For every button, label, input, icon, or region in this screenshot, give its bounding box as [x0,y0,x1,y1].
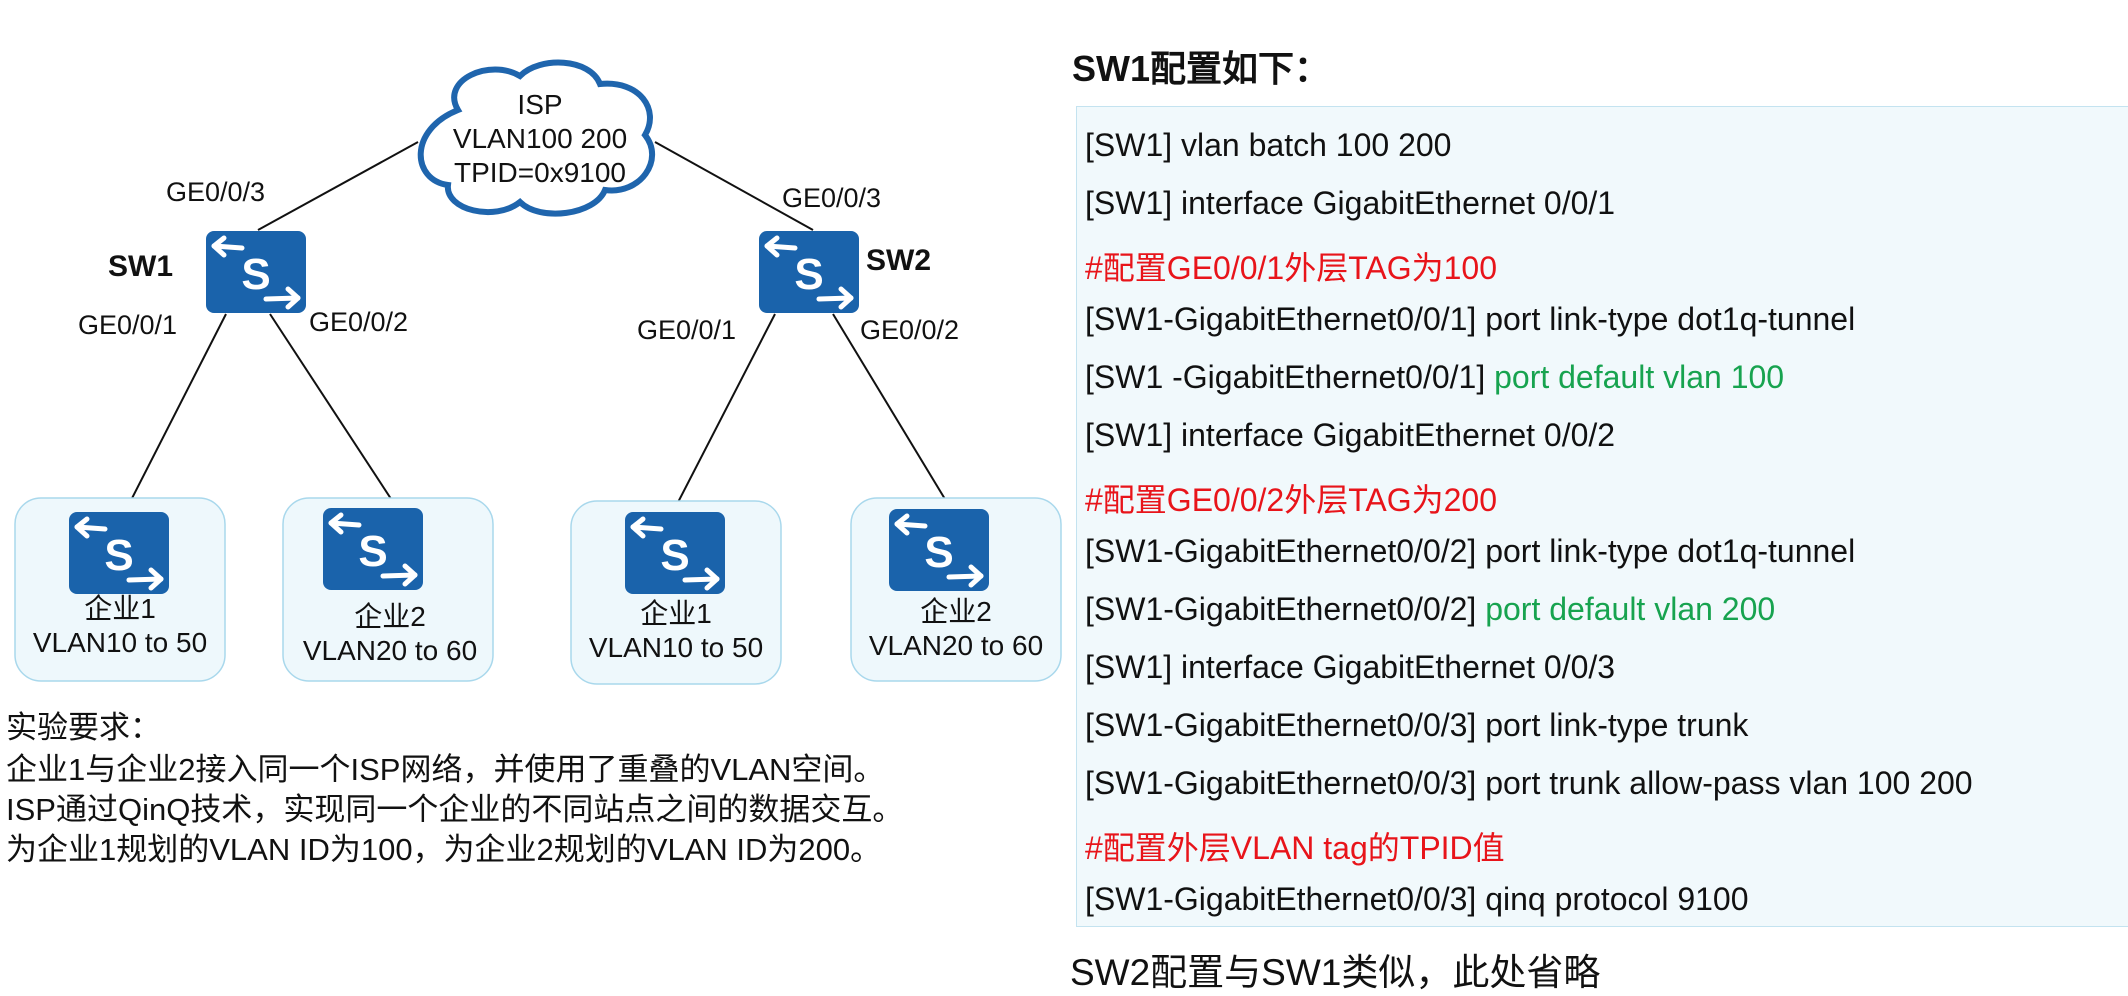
sw2-label: SW2 [866,244,932,277]
enterprise-vlans: VLAN20 to 60 [868,630,1044,661]
config-line-text: [SW1] interface GigabitEthernet 0/0/3 [1085,649,1616,685]
cloud-line-isp: ISP [517,89,563,120]
config-command-line: [SW1] vlan batch 100 200 [1085,127,1451,164]
config-line-text: [SW1] vlan batch 100 200 [1085,127,1452,163]
config-comment-line: #配置GE0/0/2外层TAG为200 [1085,475,1497,521]
enterprise-label: 企业1 VLAN10 to 50 [15,592,225,660]
config-line-highlight: port default vlan 100 [1494,359,1785,395]
sw2-switch-icon[interactable] [759,231,859,313]
config-command-line: [SW1-GigabitEthernet0/0/2] port link-typ… [1085,533,1855,570]
config-comment-line: #配置外层VLAN tag的TPID值 [1085,823,1505,869]
link-sw2-ent1 [672,313,776,513]
enterprise-vlans: VLAN20 to 60 [302,635,478,666]
config-command-line: [SW1-GigabitEthernet0/0/3] port trunk al… [1085,765,1973,802]
requirements-line: ISP通过QinQ技术，实现同一个企业的不同站点之间的数据交互。 [6,792,904,827]
enterprise-vlans: VLAN10 to 50 [32,627,208,658]
link-cloud-sw1 [257,141,419,231]
config-command-line: [SW1-GigabitEthernet0/0/1] port link-typ… [1085,301,1855,338]
config-command-line: [SW1] interface GigabitEthernet 0/0/3 [1085,649,1615,686]
link-cloud-sw2 [654,141,814,231]
enterprise-switch-icon[interactable] [69,512,169,594]
requirements-title: 实验要求： [6,710,161,745]
enterprise-name: 企业2 [920,596,992,627]
config-line-text: [SW1-GigabitEthernet0/0/2] [1085,591,1486,627]
sw1-label: SW1 [108,250,174,283]
config-footer-note: SW2配置与SW1类似，此处省略 [1070,952,1601,993]
enterprise-label: 企业2 VLAN20 to 60 [851,595,1061,663]
enterprise-switch-icon[interactable] [889,509,989,591]
config-panel: [SW1] vlan batch 100 200 [SW1] interface … [1076,106,2128,927]
config-line-text: [SW1] interface GigabitEthernet 0/0/2 [1085,417,1616,453]
enterprise-name: 企业2 [354,601,426,632]
enterprise-switch-icon[interactable] [323,508,423,590]
enterprise-switch-icon[interactable] [625,512,725,594]
config-command-line: [SW1-GigabitEthernet0/0/2] port default … [1085,591,1775,628]
config-command-line: [SW1] interface GigabitEthernet 0/0/2 [1085,417,1615,454]
enterprise-name: 企业1 [84,593,156,624]
config-line-text: [SW1-GigabitEthernet0/0/3] qinq protocol… [1085,881,1749,917]
link-sw2-ent2 [832,313,952,510]
sw1-port-uplink: GE0/0/3 [166,177,266,207]
config-command-line: [SW1 -GigabitEthernet0/0/1] port default… [1085,359,1784,396]
config-line-text: [SW1-GigabitEthernet0/0/2] port link-typ… [1085,533,1856,569]
sw1-switch-icon[interactable] [206,231,306,313]
sw1-port-right: GE0/0/2 [309,307,409,337]
config-line-text: #配置GE0/0/1外层TAG为100 [1085,250,1498,286]
requirements-line: 企业1与企业2接入同一个ISP网络，并使用了重叠的VLAN空间。 [6,752,885,787]
config-line-text: #配置GE0/0/2外层TAG为200 [1085,482,1498,518]
link-sw1-ent2 [269,313,398,509]
sw2-port-uplink: GE0/0/3 [782,183,882,213]
config-line-text: [SW1 -GigabitEthernet0/0/1] [1085,359,1495,395]
requirements-line: 为企业1规划的VLAN ID为100，为企业2规划的VLAN ID为200。 [6,832,882,867]
sw2-port-right: GE0/0/2 [860,315,960,345]
config-command-line: [SW1-GigabitEthernet0/0/3] port link-typ… [1085,707,1748,744]
config-command-line: [SW1] interface GigabitEthernet 0/0/1 [1085,185,1615,222]
link-sw1-ent1 [124,313,227,513]
config-title: SW1配置如下： [1072,48,1331,89]
enterprise-label: 企业2 VLAN20 to 60 [285,600,495,668]
sw1-port-left: GE0/0/1 [78,310,178,340]
config-line-text: [SW1-GigabitEthernet0/0/1] port link-typ… [1085,301,1856,337]
isp-cloud-label: ISP VLAN100 200 TPID=0x9100 [440,88,640,190]
config-line-text: [SW1-GigabitEthernet0/0/3] port trunk al… [1085,765,1973,801]
cloud-line-tpid: TPID=0x9100 [454,157,626,188]
enterprise-name: 企业1 [640,598,712,629]
config-command-line: [SW1-GigabitEthernet0/0/3] qinq protocol… [1085,881,1749,918]
enterprise-vlans: VLAN10 to 50 [588,632,764,663]
cloud-line-vlans: VLAN100 200 [452,123,628,154]
config-comment-line: #配置GE0/0/1外层TAG为100 [1085,243,1497,289]
config-line-text: #配置外层VLAN tag的TPID值 [1085,830,1505,866]
network-topology-diagram: S [14,59,1062,685]
config-line-highlight: port default vlan 200 [1485,591,1776,627]
sw2-port-left: GE0/0/1 [637,315,737,345]
config-line-text: [SW1-GigabitEthernet0/0/3] port link-typ… [1085,707,1749,743]
isp-cloud-icon [417,59,656,217]
enterprise-label: 企业1 VLAN10 to 50 [571,597,781,665]
config-line-text: [SW1] interface GigabitEthernet 0/0/1 [1085,185,1616,221]
